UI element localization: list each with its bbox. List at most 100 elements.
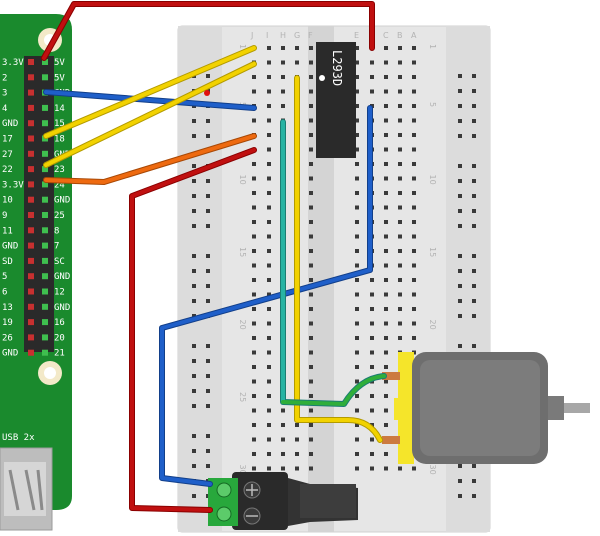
gpio-left-label: 17 xyxy=(2,135,13,145)
breadboard-hole xyxy=(384,379,388,384)
gpio-pin xyxy=(28,135,34,142)
wires xyxy=(41,1,387,513)
breadboard-hole xyxy=(398,234,402,239)
breadboard-hole xyxy=(355,321,359,326)
breadboard-hole xyxy=(309,234,313,239)
gpio-right-label: 20 xyxy=(54,333,65,343)
gpio-left-label: 27 xyxy=(2,150,13,160)
gpio-right-label: 8 xyxy=(54,226,59,236)
breadboard-hole xyxy=(384,234,388,239)
gpio-pin xyxy=(42,319,48,326)
gpio-left-label: GND xyxy=(2,349,18,359)
breadboard-hole xyxy=(267,75,271,79)
rail-hole xyxy=(472,494,476,498)
rail-hole xyxy=(206,464,210,468)
gpio-right-label: SC xyxy=(54,257,65,267)
breadboard-hole xyxy=(267,220,271,224)
breadboard-hole xyxy=(412,336,416,340)
breadboard-hole xyxy=(398,307,402,311)
breadboard-hole xyxy=(252,321,256,326)
breadboard-hole xyxy=(252,423,256,427)
breadboard-hole xyxy=(398,466,402,471)
rail-hole xyxy=(206,74,210,78)
breadboard-hole xyxy=(412,162,416,166)
breadboard-hole xyxy=(398,191,402,195)
rail-hole xyxy=(192,254,196,258)
breadboard-hole xyxy=(355,162,359,166)
breadboard-hole xyxy=(295,46,299,50)
gpio-left-label: GND xyxy=(2,119,18,129)
breadboard-hole xyxy=(355,249,359,253)
breadboard-hole xyxy=(398,292,402,297)
gpio-left-label: 11 xyxy=(2,226,13,236)
gpio-pin xyxy=(42,303,48,310)
breadboard-hole xyxy=(267,394,271,398)
breadboard-hole xyxy=(384,321,388,326)
gpio-right-label: 15 xyxy=(54,119,65,129)
rail-hole xyxy=(472,209,476,213)
breadboard-hole xyxy=(370,437,374,442)
rail-hole xyxy=(192,359,196,363)
breadboard-hole xyxy=(384,278,388,282)
gpio-pin xyxy=(42,120,48,127)
breadboard-hole xyxy=(384,60,388,65)
breadboard-hole xyxy=(398,249,402,253)
breadboard-hole xyxy=(384,220,388,224)
rail-hole xyxy=(458,89,462,93)
rail-hole xyxy=(458,494,462,498)
breadboard-hole xyxy=(398,162,402,166)
gpio-left-label: 3 xyxy=(2,89,7,99)
breadboard-hole xyxy=(309,104,313,108)
breadboard-hole xyxy=(370,365,374,369)
breadboard-hole xyxy=(398,263,402,268)
breadboard-hole xyxy=(412,249,416,253)
breadboard-hole xyxy=(309,466,313,471)
breadboard-hole xyxy=(398,321,402,326)
gpio-pin xyxy=(42,212,48,218)
gpio-left-label: 4 xyxy=(2,104,7,114)
gpio-right-label: GND xyxy=(54,303,70,313)
breadboard-hole xyxy=(355,307,359,311)
breadboard-hole xyxy=(355,278,359,282)
breadboard-hole xyxy=(384,408,388,413)
breadboard-hole xyxy=(384,46,388,50)
rail-hole xyxy=(206,179,210,183)
breadboard-hole xyxy=(267,466,271,471)
column-letter: C xyxy=(383,31,389,40)
breadboard-hole xyxy=(370,75,374,79)
rail-hole xyxy=(206,374,210,378)
gpio-pin xyxy=(42,349,48,356)
breadboard-hole xyxy=(355,466,359,471)
breadboard-hole xyxy=(384,292,388,297)
breadboard-hole xyxy=(355,423,359,427)
breadboard-hole xyxy=(412,466,416,471)
rail-hole xyxy=(472,134,476,138)
rail-hole xyxy=(192,389,196,393)
gpio-right-label: 25 xyxy=(54,211,65,221)
rail-hole xyxy=(472,164,476,168)
breadboard-hole xyxy=(384,263,388,268)
breadboard-hole xyxy=(355,365,359,369)
gpio-right-label: 21 xyxy=(54,349,65,359)
gpio-right-label: 14 xyxy=(54,104,65,114)
breadboard-hole xyxy=(267,292,271,297)
breadboard-hole xyxy=(309,60,313,65)
breadboard-hole xyxy=(252,365,256,369)
breadboard-hole xyxy=(398,176,402,181)
rail-hole xyxy=(206,389,210,393)
gpio-pin xyxy=(42,59,48,65)
breadboard-hole xyxy=(309,205,313,210)
breadboard-hole xyxy=(412,118,416,123)
breadboard-hole xyxy=(267,118,271,123)
rail-hole xyxy=(192,374,196,378)
breadboard-hole xyxy=(370,292,374,297)
usb-label: USB 2x xyxy=(2,433,35,443)
breadboard-hole xyxy=(384,249,388,253)
gpio-left-label: 22 xyxy=(2,165,13,175)
column-letter: A xyxy=(411,31,417,40)
rail-hole xyxy=(458,224,462,228)
breadboard-hole xyxy=(252,75,256,79)
row-number: 25 xyxy=(238,392,247,402)
breadboard-hole xyxy=(252,249,256,253)
